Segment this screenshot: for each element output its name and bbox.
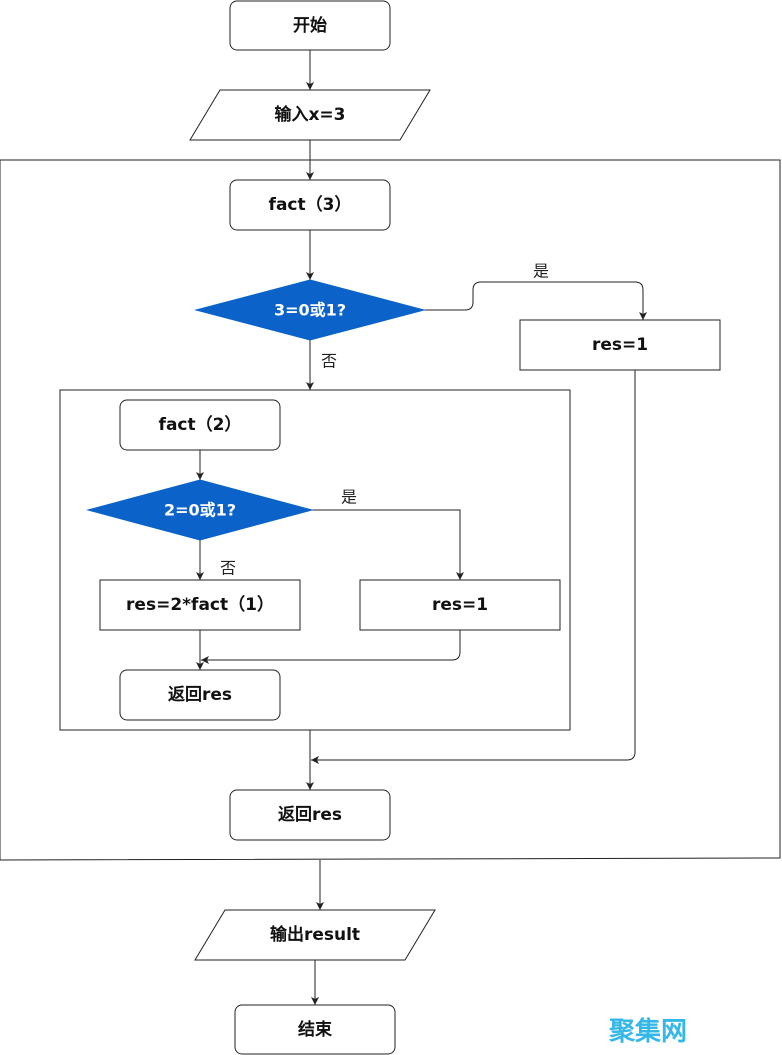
node-start-label: 开始 xyxy=(293,15,327,36)
node-decision3: 3=0或1? xyxy=(194,279,426,341)
node-decision3-label: 3=0或1? xyxy=(274,301,346,320)
node-return-outer-label: 返回res xyxy=(278,805,342,825)
node-fact2: fact（2） xyxy=(119,399,281,451)
connectors xyxy=(196,50,647,1005)
edge-decision2-yes xyxy=(312,509,464,580)
node-return-inner: 返回res xyxy=(119,669,281,721)
edge-label-no-inner: 否 xyxy=(220,559,236,578)
node-res1-outer: res=1 xyxy=(519,319,721,371)
node-res1-inner: res=1 xyxy=(359,579,561,631)
node-fact2-label: fact（2） xyxy=(159,414,242,435)
node-output-label: 输出result xyxy=(270,924,360,945)
node-fact3-label: fact（3） xyxy=(269,194,352,215)
node-output: 输出result xyxy=(194,909,436,961)
node-res1-outer-label: res=1 xyxy=(592,335,648,355)
node-res-calc-label: res=2*fact（1） xyxy=(126,594,274,615)
node-input: 输入x=3 xyxy=(189,89,431,141)
inner-recursion-frame xyxy=(59,389,571,731)
watermark-logo: 聚集网 xyxy=(608,1016,687,1047)
node-return-inner-label: 返回res xyxy=(168,685,232,705)
edge-label-yes-outer: 是 xyxy=(533,262,549,281)
edge-label-yes-inner: 是 xyxy=(341,488,357,507)
edge-label-no-outer: 否 xyxy=(321,352,337,371)
node-input-label: 输入x=3 xyxy=(274,104,345,125)
node-decision2-label: 2=0或1? xyxy=(164,501,236,520)
node-decision2: 2=0或1? xyxy=(86,479,314,541)
node-res-calc: res=2*fact（1） xyxy=(99,579,301,631)
node-end-label: 结束 xyxy=(298,1019,332,1040)
edge-res1-inner-merge xyxy=(201,630,461,664)
node-end: 结束 xyxy=(234,1004,396,1055)
edge-decision3-yes xyxy=(424,281,647,320)
node-res1-inner-label: res=1 xyxy=(432,595,488,615)
edge-res1-outer-merge xyxy=(311,370,636,764)
node-return-outer: 返回res xyxy=(229,789,391,841)
node-start: 开始 xyxy=(229,0,391,51)
outer-recursion-frame xyxy=(0,159,781,861)
node-fact3: fact（3） xyxy=(229,179,391,231)
